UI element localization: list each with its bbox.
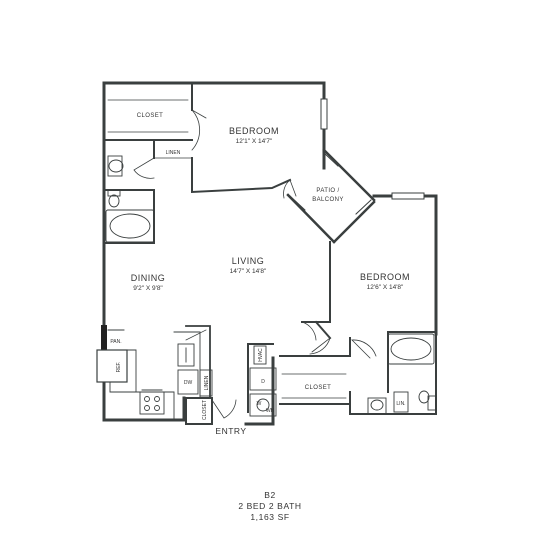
laundry (249, 345, 277, 417)
patio-label-line-1: PATIO / (316, 188, 339, 194)
entry-label: ENTRY (215, 426, 246, 436)
linen-top-label: LINEN (166, 150, 181, 156)
patio-label-line-2: BALCONY (312, 197, 343, 203)
dryer-label: D (261, 379, 265, 385)
door-swings (133, 109, 377, 419)
linen-bath-label: LIN. (396, 401, 405, 407)
washer-label: W (257, 401, 262, 407)
closet-shelves (107, 99, 347, 399)
living-name: LIVING (232, 256, 265, 266)
room-labels: BEDROOM 12'1" X 14'7" BEDROOM 12'6" X 14… (131, 126, 410, 292)
dining-name: DINING (131, 273, 166, 283)
fixture-labels: CLOSET CLOSET CLOSET LINEN LINEN PAN. RE… (110, 113, 405, 436)
kitchen (96, 325, 213, 425)
dining-size: 9'2" X 9'8" (133, 285, 163, 292)
unit-caption: B2 2 BED 2 BATH 1,163 SF (0, 490, 540, 523)
patio-walls (286, 148, 376, 244)
living-size: 14'7" X 14'8" (230, 268, 267, 275)
water-heater-label: WH (266, 408, 275, 414)
ref-label: REF. (116, 362, 122, 373)
closet-entry-label: CLOSET (202, 400, 208, 420)
bedroom-2-name: BEDROOM (360, 272, 410, 282)
windows (289, 98, 425, 215)
linen-kitchen-label: LINEN (204, 375, 210, 390)
closet-right-label: CLOSET (305, 385, 331, 391)
square-footage: 1,163 SF (250, 512, 290, 522)
bath-1-fixtures (105, 155, 155, 243)
unit-name: B2 (264, 490, 276, 500)
bedroom-1-size: 12'1" X 14'7" (236, 138, 273, 145)
beds-baths: 2 BED 2 BATH (238, 501, 302, 511)
pantry-label: PAN. (110, 339, 121, 345)
bedroom-1-name: BEDROOM (229, 126, 279, 136)
dishwasher-label: DW (184, 380, 193, 386)
closet-top-label: CLOSET (137, 113, 163, 119)
hvac-label: HVAC (258, 348, 264, 362)
bedroom-2-size: 12'6" X 14'8" (367, 284, 404, 291)
bath-2-fixtures (367, 333, 437, 415)
